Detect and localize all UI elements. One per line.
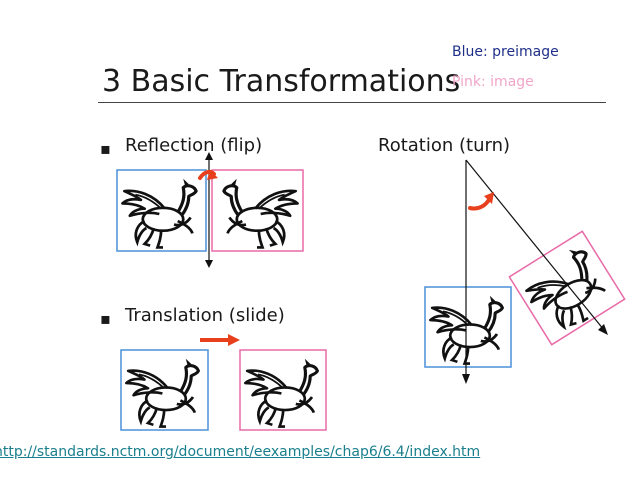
reflection-label: Reflection (flip)	[125, 135, 263, 156]
reflection-image-frame	[211, 169, 304, 252]
pegasus-icon	[243, 357, 319, 429]
rotation-rays	[462, 159, 608, 384]
title-divider	[98, 102, 606, 103]
translation-preimage-frame	[120, 349, 209, 431]
legend-preimage: Blue: preimage	[452, 44, 559, 60]
slide-title: 3 Basic Transformations	[102, 64, 461, 99]
translation-image-frame	[239, 349, 327, 431]
bullet-reflection: ▪	[100, 139, 111, 158]
pegasus-icon	[120, 177, 198, 250]
source-link[interactable]: http://standards.nctm.org/document/eexam…	[0, 444, 481, 460]
flip-arrow-icon	[198, 169, 218, 180]
rotation-label: Rotation (turn)	[378, 135, 511, 156]
slide-arrow-icon	[200, 334, 240, 346]
rotation-preimage-frame	[424, 286, 512, 368]
translation-label: Translation (slide)	[125, 305, 285, 326]
bullet-translation: ▪	[100, 309, 111, 328]
rotation-image-group	[508, 230, 626, 346]
pegasus-icon	[222, 177, 300, 250]
pegasus-icon	[516, 241, 618, 341]
legend-image: Pink: image	[452, 74, 534, 90]
rotation-arrow-icon	[468, 192, 494, 211]
reflection-preimage-frame	[116, 169, 207, 252]
pegasus-icon	[124, 357, 200, 429]
rotation-image-frame	[508, 230, 626, 346]
